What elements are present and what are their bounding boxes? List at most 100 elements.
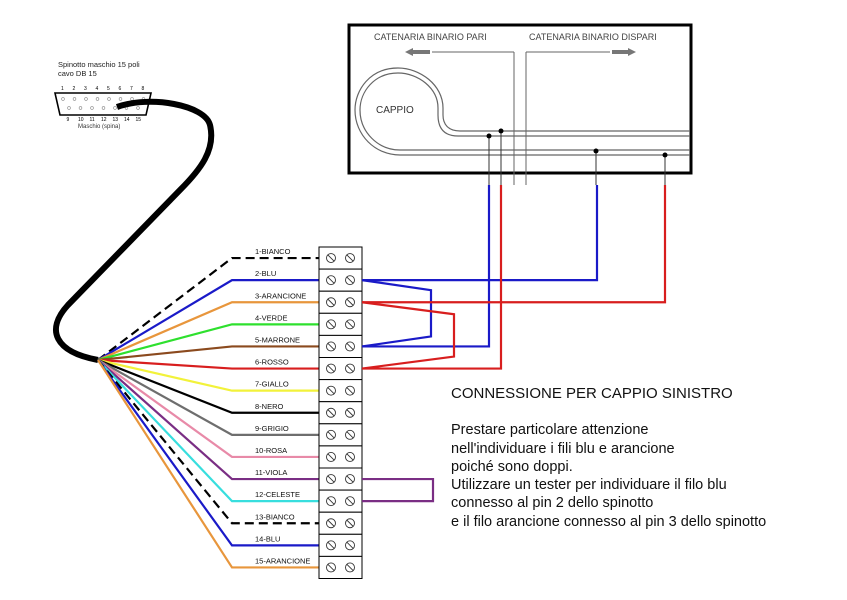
- loop-rail-inner: [359, 72, 690, 151]
- screw-slot: [327, 409, 335, 417]
- terminal-cell: [318, 555, 363, 580]
- screw-slot: [346, 497, 354, 505]
- terminal-cell: [318, 489, 363, 513]
- link-wires: [361, 185, 667, 503]
- screw-slot: [346, 542, 354, 549]
- pin-number: 15: [136, 117, 142, 123]
- wire-9: [97, 359, 319, 436]
- terminal-cell: [318, 467, 363, 491]
- note-line: nell'individuare i fili blu e arancione: [451, 440, 675, 457]
- note-line: Utilizzare un tester per individuare il …: [451, 477, 727, 494]
- pin-hole: [90, 106, 94, 110]
- terminal-block: [318, 246, 363, 580]
- blue-crossover: [361, 279, 433, 348]
- connector-title-line1: Spinotto maschio 15 poli: [58, 60, 140, 69]
- screw-slot: [346, 475, 354, 483]
- feeder-point: [662, 152, 668, 158]
- pin-hole: [67, 106, 71, 110]
- feeder-point: [593, 148, 599, 154]
- wire-fan: 1-BIANCO2-BLU3-ARANCIONE4-VERDE5-MARRONE…: [97, 247, 319, 569]
- arrow-left-icon: [405, 48, 430, 56]
- screw-slot: [327, 453, 335, 461]
- terminal-cell: [318, 423, 363, 447]
- cable: [53, 98, 215, 363]
- wire-label: 8-NERO: [255, 402, 284, 411]
- wire-11: [97, 359, 319, 481]
- screw-slot: [346, 365, 354, 372]
- screw-slot: [346, 519, 354, 527]
- screw-slot: [327, 321, 335, 328]
- wire-label: 14-BLU: [255, 534, 280, 543]
- track-layout: CATENARIA BINARIO PARI CATENARIA BINARIO…: [347, 23, 693, 185]
- note-line: poiché sono doppi.: [451, 458, 573, 475]
- pin-number: 9: [67, 117, 70, 123]
- pin-number: 7: [130, 86, 133, 92]
- screw-slot: [346, 431, 354, 439]
- screw-slot: [327, 254, 335, 262]
- screw-slot: [327, 519, 335, 527]
- wire-1: [97, 256, 319, 361]
- pin-number: 6: [119, 86, 122, 92]
- terminal-cell: [318, 533, 363, 557]
- screw-slot: [327, 276, 335, 284]
- pin-number: 2: [73, 86, 76, 92]
- wire-7: [97, 358, 319, 392]
- screw-slot: [327, 298, 335, 306]
- screw-slot: [327, 564, 335, 571]
- screw-slot: [346, 409, 354, 417]
- wire-15: [97, 359, 319, 569]
- connector-caption: Maschio (spina): [78, 124, 120, 130]
- wire-2: [97, 279, 319, 361]
- pin-hole: [136, 106, 140, 110]
- pin-number: 12: [101, 117, 107, 123]
- wire-label: 5-MARRONE: [255, 335, 300, 344]
- red-link-pari: [362, 185, 503, 370]
- pin-hole: [118, 97, 123, 101]
- wire-label: 1-BIANCO: [255, 247, 291, 256]
- screw-slot: [327, 475, 335, 483]
- pin-number: 4: [96, 86, 99, 92]
- terminal-cell: [318, 401, 363, 425]
- red-link-dispari: [362, 185, 667, 304]
- pin-hole: [84, 97, 88, 101]
- screw-slot: [327, 542, 335, 549]
- note-title: CONNESSIONE PER CAPPIO SINISTRO: [451, 385, 733, 402]
- screw-slot: [346, 387, 354, 394]
- screw-slot: [346, 453, 354, 461]
- wire-label: 4-VERDE: [255, 313, 288, 322]
- note-line: e il filo arancione connesso al pin 3 de…: [451, 513, 767, 530]
- screw-slot: [327, 387, 335, 394]
- terminal-cell: [318, 246, 363, 270]
- wire-label: 9-GRIGIO: [255, 424, 289, 433]
- wire-label: 2-BLU: [255, 269, 276, 278]
- screw-slot: [346, 298, 354, 306]
- terminal-cell: [318, 511, 363, 535]
- terminal-cell: [318, 445, 363, 469]
- screw-slot: [346, 321, 354, 328]
- wire-label: 13-BIANCO: [255, 512, 295, 521]
- arrow-right-icon: [612, 48, 636, 56]
- pin-hole: [95, 97, 100, 101]
- note-line: connesso al pin 2 dello spinotto: [451, 495, 654, 512]
- loop-rail-outer: [354, 67, 690, 156]
- loop-label: CAPPIO: [376, 105, 414, 116]
- terminal-cell: [318, 334, 363, 358]
- pin-hole: [101, 106, 106, 110]
- screw-slot: [327, 343, 335, 350]
- wire-4: [97, 323, 319, 362]
- terminal-cell: [318, 290, 363, 314]
- wire-3: [97, 301, 319, 362]
- screw-slot: [346, 254, 354, 262]
- wire-label: 12-CELESTE: [255, 490, 300, 499]
- screw-slot: [346, 564, 354, 571]
- note-line: Prestare particolare attenzione: [451, 422, 649, 439]
- pin-number: 8: [142, 86, 145, 92]
- wire-label: 11-VIOLA: [255, 468, 287, 477]
- feeder-point: [498, 128, 504, 134]
- red-crossover: [361, 301, 456, 370]
- pin-number: 10: [78, 117, 84, 123]
